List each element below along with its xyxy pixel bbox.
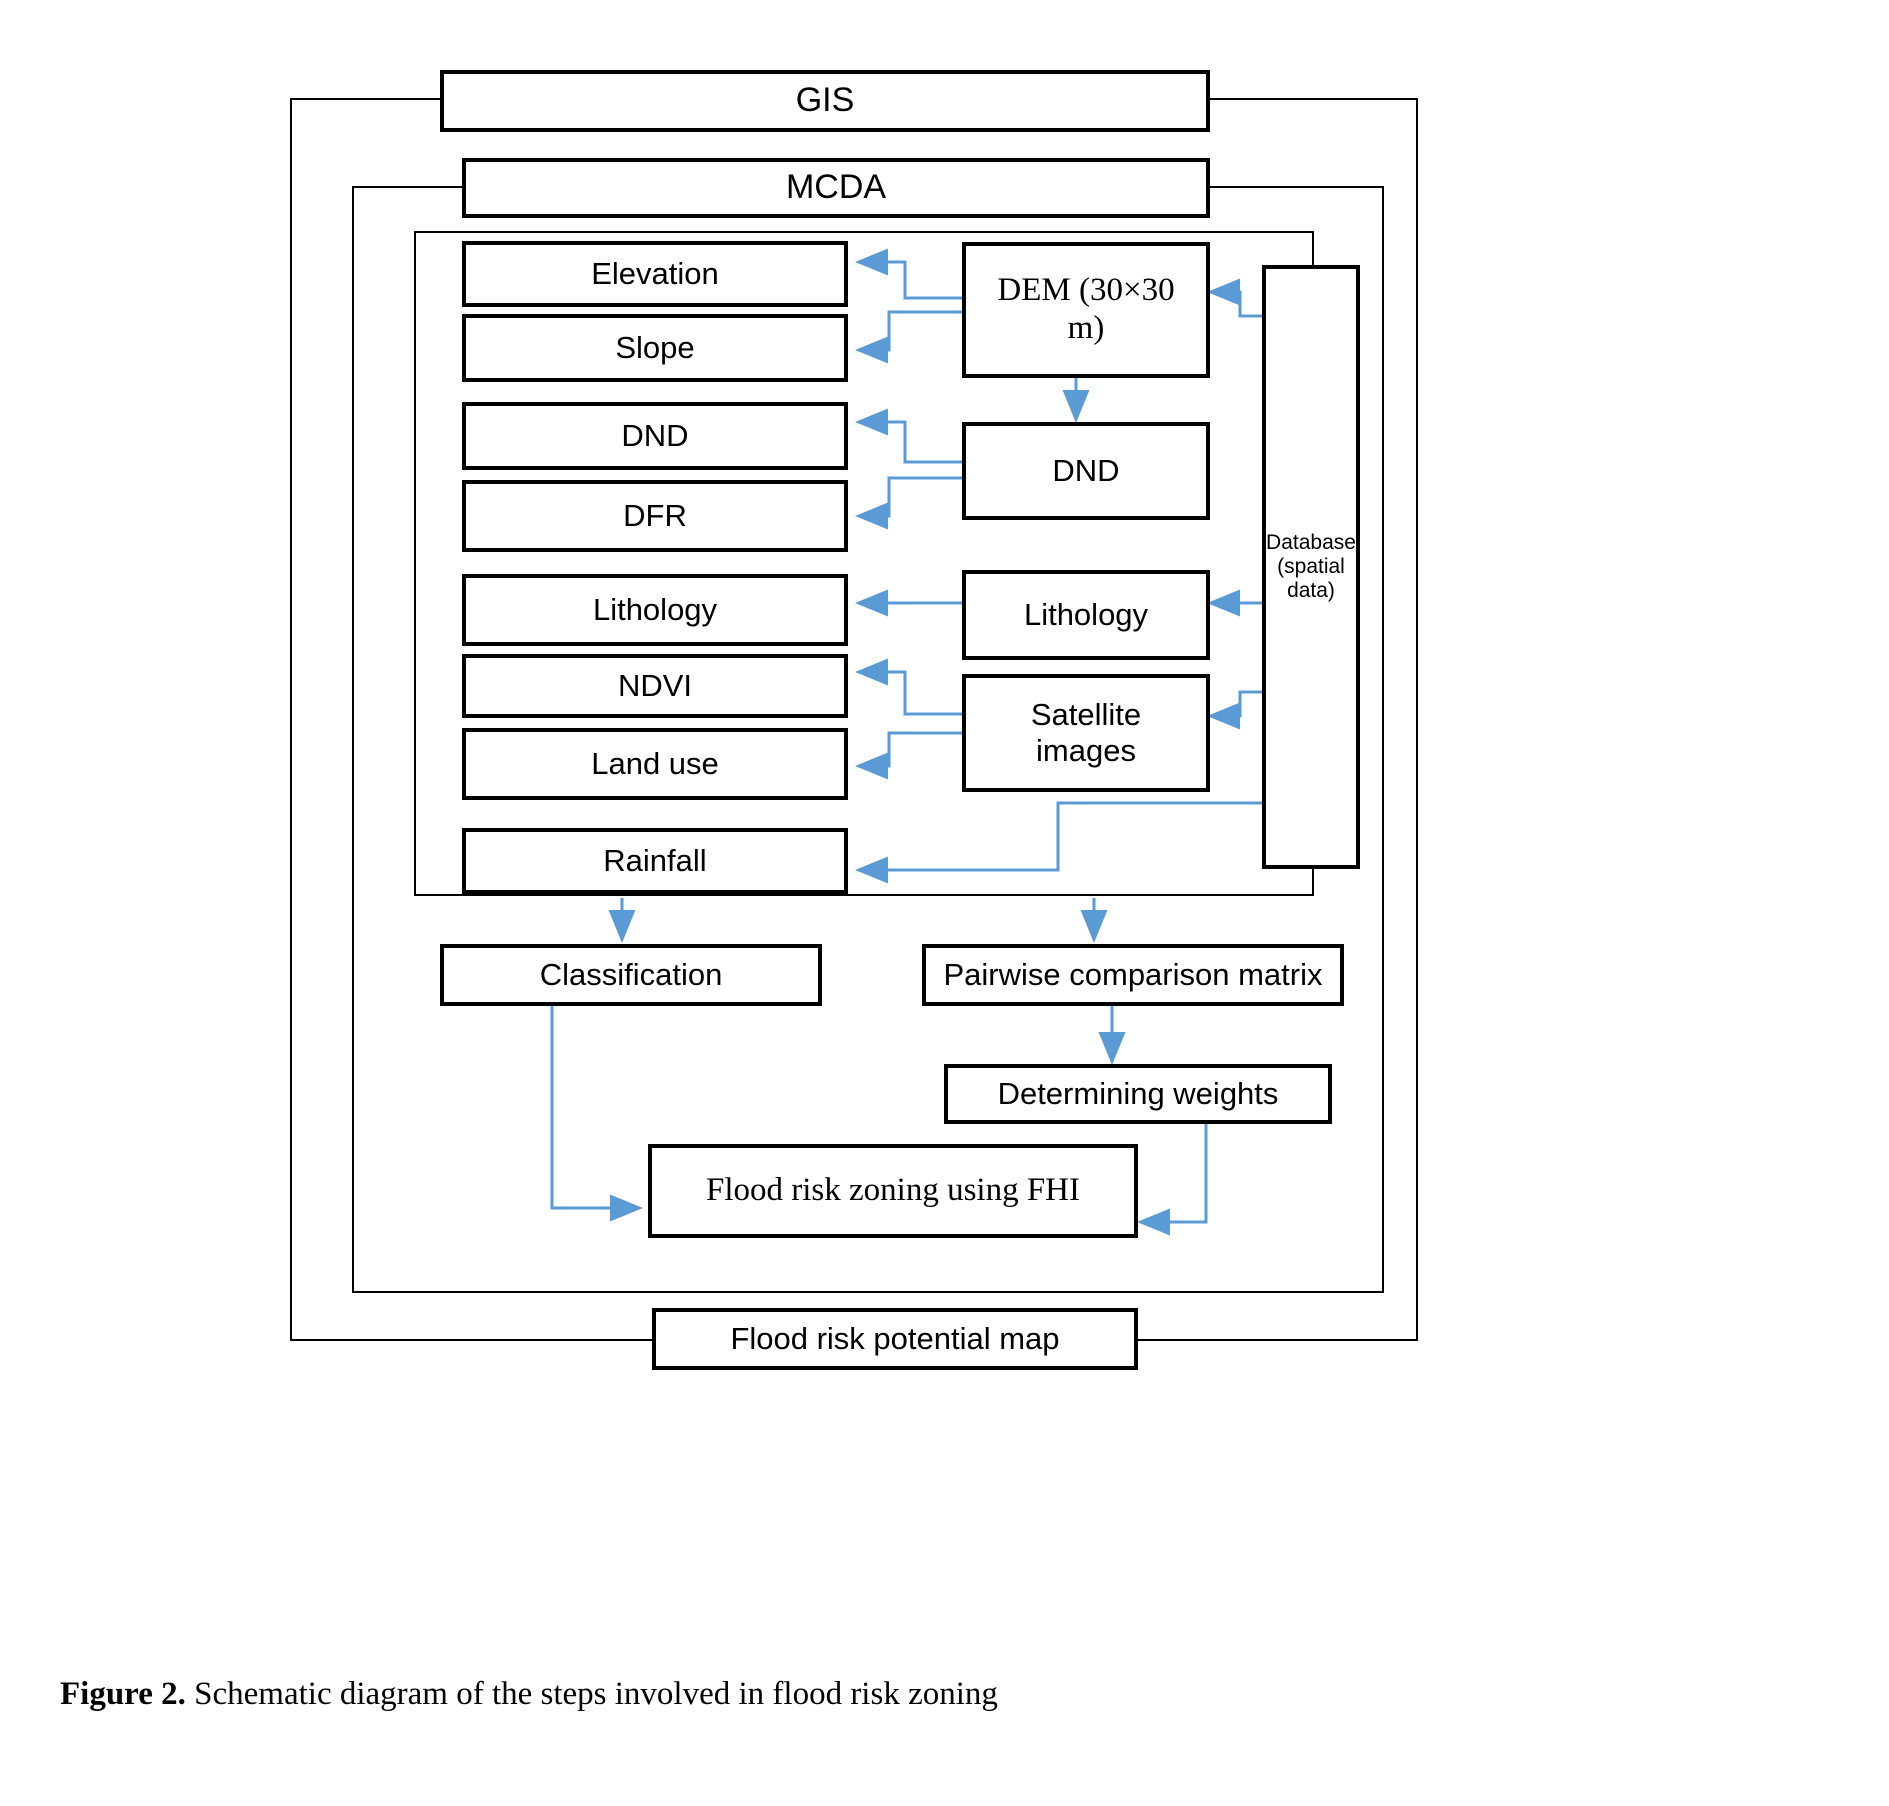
figure-caption-label: Figure 2. xyxy=(60,1676,186,1712)
node-land-use-label: Land use xyxy=(591,746,719,782)
node-satellite-images-label: Satellite images xyxy=(1030,697,1142,768)
node-determining-weights[interactable]: Determining weights xyxy=(944,1064,1332,1124)
node-flood-risk-map-label: Flood risk potential map xyxy=(730,1321,1060,1357)
node-lithology-left-label: Lithology xyxy=(592,592,718,628)
node-database[interactable]: Database (spatial data) xyxy=(1262,265,1360,869)
node-lithology-left[interactable]: Lithology xyxy=(462,574,848,646)
node-flood-risk-zoning-label: Flood risk zoning using FHI xyxy=(705,1172,1081,1209)
node-dnd-right[interactable]: DND xyxy=(962,422,1210,520)
node-dfr-label: DFR xyxy=(623,498,687,534)
node-ndvi-label: NDVI xyxy=(617,668,693,704)
node-mcda[interactable]: MCDA xyxy=(462,158,1210,218)
node-ndvi[interactable]: NDVI xyxy=(462,654,848,718)
node-dem[interactable]: DEM (30×30 m) xyxy=(962,242,1210,378)
node-flood-risk-potential-map[interactable]: Flood risk potential map xyxy=(652,1308,1138,1370)
node-elevation[interactable]: Elevation xyxy=(462,241,848,307)
figure-caption-text: Schematic diagram of the steps involved … xyxy=(185,1676,998,1712)
node-rainfall-label: Rainfall xyxy=(603,843,707,879)
node-lithology-right-label: Lithology xyxy=(1023,597,1149,633)
node-land-use[interactable]: Land use xyxy=(462,728,848,800)
figure-caption: Figure 2. Schematic diagram of the steps… xyxy=(60,1676,1560,1713)
node-rainfall[interactable]: Rainfall xyxy=(462,828,848,894)
node-classification-label: Classification xyxy=(539,957,723,993)
node-slope-label: Slope xyxy=(615,330,695,366)
node-determining-weights-label: Determining weights xyxy=(997,1076,1279,1112)
node-mcda-label: MCDA xyxy=(785,168,887,207)
node-database-label: Database (spatial data) xyxy=(1266,530,1356,603)
node-classification[interactable]: Classification xyxy=(440,944,822,1006)
node-pairwise-comparison-matrix[interactable]: Pairwise comparison matrix xyxy=(922,944,1344,1006)
node-gis-label: GIS xyxy=(795,81,855,120)
node-pairwise-label: Pairwise comparison matrix xyxy=(943,957,1323,993)
node-elevation-label: Elevation xyxy=(591,256,719,292)
node-dnd-right-label: DND xyxy=(1052,453,1120,489)
node-dnd-left[interactable]: DND xyxy=(462,402,848,470)
node-dem-label: DEM (30×30 m) xyxy=(997,272,1175,346)
node-slope[interactable]: Slope xyxy=(462,314,848,382)
node-lithology-right[interactable]: Lithology xyxy=(962,570,1210,660)
node-flood-risk-zoning[interactable]: Flood risk zoning using FHI xyxy=(648,1144,1138,1238)
node-satellite-images[interactable]: Satellite images xyxy=(962,674,1210,792)
node-dfr[interactable]: DFR xyxy=(462,480,848,552)
node-gis[interactable]: GIS xyxy=(440,70,1210,132)
node-dnd-left-label: DND xyxy=(621,418,689,454)
